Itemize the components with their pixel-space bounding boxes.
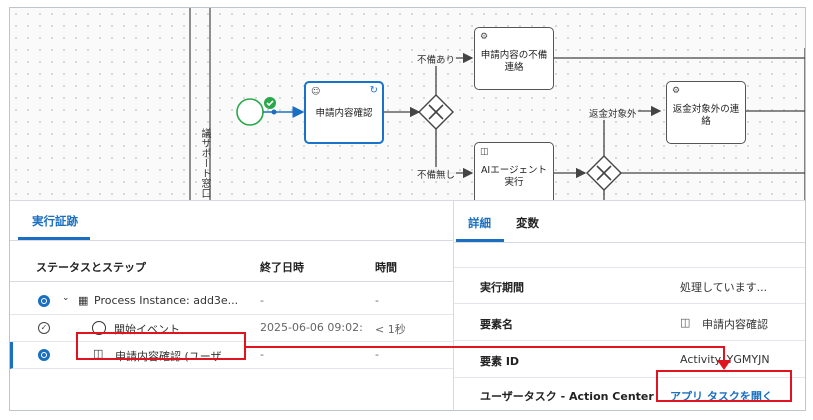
detail-key: 実行期間	[480, 281, 524, 294]
task-notify-defect-label: 申請内容の不備連絡	[480, 50, 548, 73]
user-task-icon: ◫	[680, 316, 691, 329]
start-event-icon	[92, 321, 106, 335]
table-row[interactable]: ⌄ ▦ Process Instance: add3e... - -	[10, 288, 453, 315]
process-instance-icon: ▦	[78, 294, 89, 307]
detail-value: 申請内容確認	[702, 318, 768, 331]
row-duration: < 1秒	[375, 323, 406, 336]
tab-divider	[10, 240, 453, 241]
task-review-label: 申請内容確認	[315, 108, 373, 119]
task-notify-defect[interactable]: ⚙ 申請内容の不備連絡	[474, 27, 554, 90]
task-ai-agent[interactable]: ◫ AIエージェント実行	[474, 142, 554, 200]
status-complete-icon: ✓	[38, 322, 50, 334]
task-refund-exempt-label: 返金対象外の連絡	[672, 104, 740, 127]
detail-value: 処理しています...	[680, 281, 768, 294]
annotation-highlight-link	[656, 370, 792, 402]
service-task-icon: ⚙	[672, 86, 681, 96]
tab-active-indicator	[456, 239, 504, 242]
lane-label: 議サポート窓口	[192, 118, 212, 200]
bpmn-canvas[interactable]: 議サポート窓口 ☺ ↻ 申請内容確認 ⚙ 申請内容の不備連絡 ◫ AIエージェン…	[10, 8, 805, 200]
task-refund-exempt[interactable]: ⚙ 返金対象外の連絡	[666, 81, 746, 144]
task-ai-agent-label: AIエージェント実行	[480, 165, 548, 188]
tab-variables[interactable]: 変数	[516, 216, 539, 230]
lane-label-text: サポート窓口	[199, 138, 210, 198]
chevron-down-icon[interactable]: ⌄	[62, 293, 70, 303]
details-panel: 詳細 変数 実行期間 処理しています... 要素名 ◫ 申請内容確認 要素 ID…	[453, 200, 805, 410]
user-task-icon: ☺	[311, 87, 321, 97]
process-monitor-window: 議サポート窓口 ☺ ↻ 申請内容確認 ⚙ 申請内容の不備連絡 ◫ AIエージェン…	[9, 7, 806, 411]
task-review[interactable]: ☺ ↻ 申請内容確認	[304, 81, 384, 144]
row-end-time: -	[260, 294, 264, 307]
lane-label-extra: 議	[199, 128, 210, 138]
tab-details[interactable]: 詳細	[468, 216, 491, 230]
row-end-time: 2025-06-06 09:02:	[260, 321, 363, 334]
row-step-name: Process Instance: add3e...	[94, 294, 239, 307]
header-divider	[10, 281, 453, 282]
user-task-icon: ◫	[93, 347, 104, 360]
row-end-time: -	[260, 348, 264, 361]
detail-row-action-center: ユーザータスク - Action Center アプリ タスクを開く	[454, 378, 805, 410]
execution-trail-panel: 実行証跡 ステータスとステップ 終了日時 時間 ⌄ ▦ Process Inst…	[10, 200, 453, 410]
start-event	[236, 98, 264, 126]
annotation-connector-vertical	[723, 346, 725, 364]
status-running-icon	[38, 295, 50, 307]
open-app-task-link[interactable]: アプリ タスクを開く	[670, 390, 773, 403]
annotation-connector-horizontal	[246, 346, 724, 348]
flow-label-defect-yes: 不備あり	[416, 52, 457, 66]
service-task-icon: ⚙	[480, 32, 489, 42]
row-duration: -	[375, 294, 379, 307]
detail-key: 要素 ID	[480, 355, 520, 368]
tab-active-indicator	[18, 237, 90, 240]
detail-divider-top	[454, 267, 805, 268]
detail-row-element-name: 要素名 ◫ 申請内容確認	[454, 304, 805, 341]
agent-task-icon: ◫	[480, 147, 489, 157]
flow-label-refund-exempt: 返金対象外	[588, 106, 638, 120]
detail-key: ユーザータスク - Action Center	[480, 390, 654, 403]
annotation-highlight-row	[76, 332, 246, 360]
tab-execution-trail[interactable]: 実行証跡	[32, 214, 78, 228]
col-header-duration: 時間	[375, 261, 397, 274]
col-header-status-step: ステータスとステップ	[36, 261, 146, 274]
row-duration: -	[375, 348, 379, 361]
detail-row-duration: 実行期間 処理しています...	[454, 267, 805, 304]
tab-divider	[454, 242, 805, 243]
bpmn-flows	[189, 8, 805, 200]
in-progress-icon: ↻	[369, 85, 378, 96]
col-header-end-time: 終了日時	[260, 261, 304, 274]
detail-key: 要素名	[480, 318, 513, 331]
annotation-arrowhead	[717, 360, 731, 370]
flow-label-defect-no: 不備無し	[416, 167, 457, 181]
status-running-icon	[38, 349, 50, 361]
